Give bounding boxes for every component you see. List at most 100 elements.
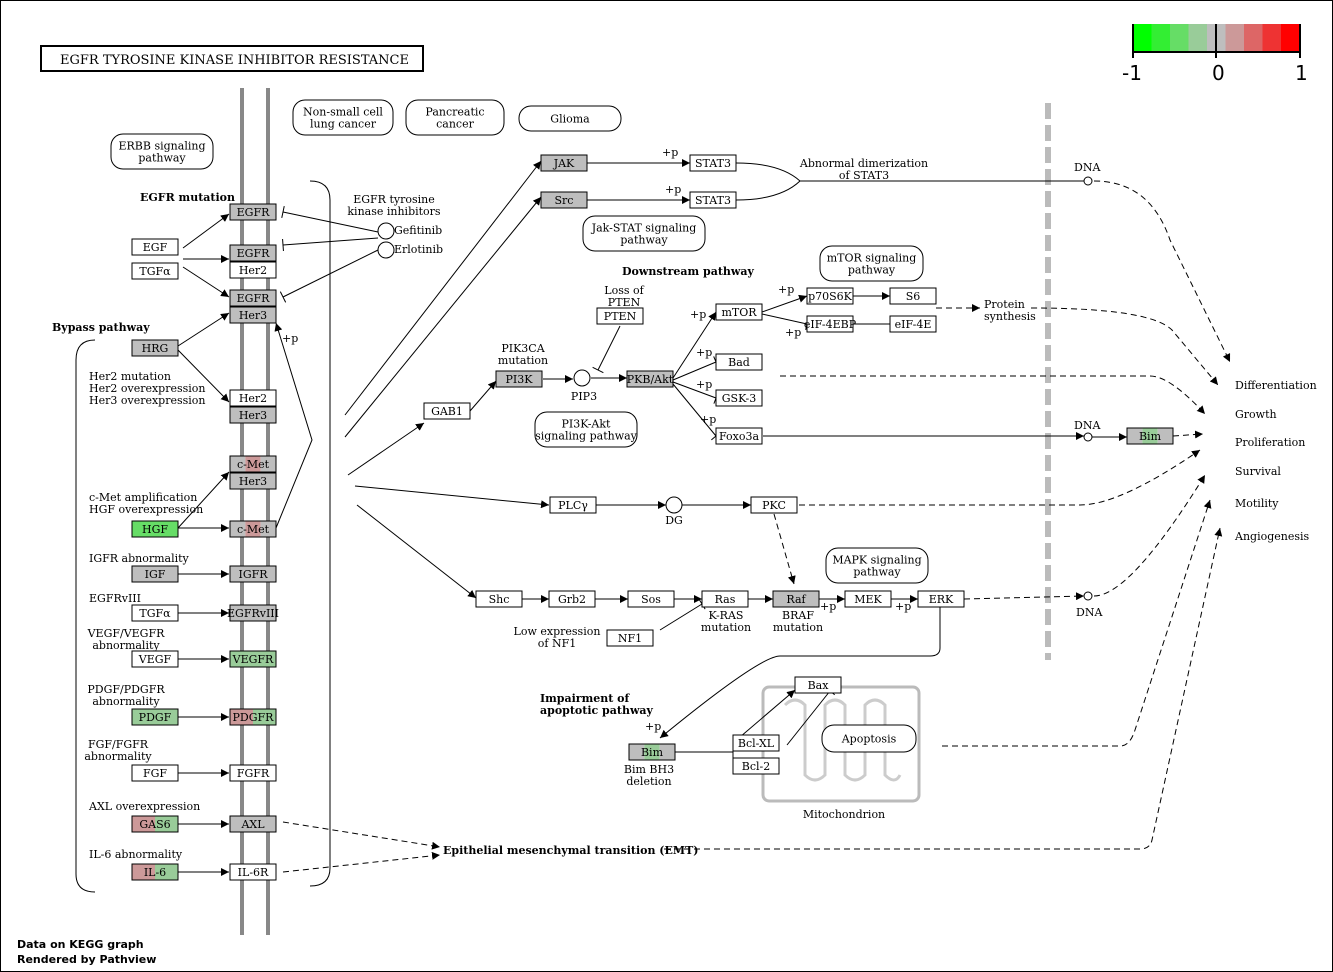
gene-node-fgf[interactable]: FGF (131, 764, 179, 782)
gene-border (229, 708, 277, 726)
gene-node-nf1[interactable]: NF1 (606, 629, 654, 647)
gene-node-eif4e[interactable]: eIF-4E (889, 315, 937, 333)
gene-node-egf[interactable]: EGF (131, 238, 179, 256)
gene-node-il6r[interactable]: IL-6R (229, 863, 277, 881)
gene-label: PDGF (139, 711, 172, 724)
compound-label: DG (665, 514, 683, 527)
edge-arrow (177, 312, 230, 347)
gene-node-igf[interactable]: IGF (131, 565, 179, 583)
gene-node-pdgfr[interactable]: PDGFR (229, 708, 277, 726)
gene-node-igfr[interactable]: IGFR (229, 565, 277, 583)
gene-node-her2a[interactable]: Her2 (229, 261, 277, 279)
label-il6_ab: IL-6 abnormality (89, 848, 183, 861)
gene-node-her2b[interactable]: Her2 (229, 389, 277, 407)
disease-nsclc-box (292, 99, 394, 136)
gene-node-stat3b[interactable]: STAT3 (689, 191, 737, 209)
gene-node-eif4ebp[interactable]: eIF-4EBP (804, 315, 857, 333)
gene-node-gas6[interactable]: GAS6 (131, 815, 179, 833)
label-egfr_mutation: EGFR mutation (140, 191, 235, 204)
gene-node-foxo3a[interactable]: Foxo3a (715, 427, 763, 445)
gene-node-shc[interactable]: Shc (475, 590, 523, 608)
gene-border (131, 764, 179, 782)
gene-node-bad[interactable]: Bad (715, 353, 763, 371)
gene-node-ras[interactable]: Ras (701, 590, 749, 608)
gene-border (131, 520, 179, 538)
pathway-mapk-box (825, 547, 929, 584)
gene-node-il6[interactable]: IL-6 (131, 863, 179, 881)
gene-node-pten[interactable]: PTEN (596, 307, 644, 325)
gene-fill (550, 497, 596, 513)
gene-fill (1157, 428, 1173, 444)
gene-node-egfr3[interactable]: EGFR (229, 289, 277, 307)
gene-node-her3b[interactable]: Her3 (229, 406, 277, 424)
pathway-pi3k-box (534, 411, 638, 448)
gene-node-gab1[interactable]: GAB1 (423, 402, 471, 420)
gene-node-jak[interactable]: JAK (540, 154, 588, 172)
edge-path (1030, 307, 1219, 386)
gene-node-grb2[interactable]: Grb2 (548, 590, 596, 608)
gene-node-egfr2[interactable]: EGFR (229, 244, 277, 262)
label-cmetamp: HGF overexpression (89, 503, 203, 516)
gene-node-raf[interactable]: Raf (772, 590, 820, 608)
gene-node-bclxl[interactable]: Bcl-XL (732, 734, 780, 752)
gene-node-sos[interactable]: Sos (627, 590, 675, 608)
gene-fill (1127, 428, 1143, 444)
outcome-growth: Growth (1235, 408, 1277, 421)
gene-node-her3c[interactable]: Her3 (229, 472, 277, 490)
gene-node-stat3a[interactable]: STAT3 (689, 154, 737, 172)
gene-label: VEGF (138, 653, 172, 666)
gene-label: Foxo3a (719, 430, 759, 443)
compound-gefitinib[interactable]: Gefitinib (377, 222, 442, 240)
label-impairment: apoptotic pathway (540, 704, 654, 717)
gene-node-cmet2[interactable]: c-Met (229, 520, 277, 538)
gene-node-egfr1[interactable]: EGFR (229, 203, 277, 221)
gene-node-bim1[interactable]: Bim (1126, 427, 1174, 445)
gene-node-bcl2[interactable]: Bcl-2 (732, 757, 780, 775)
gene-node-plcg[interactable]: PLCγ (549, 496, 597, 514)
pathway-apoptosis[interactable]: Apoptosis (821, 724, 917, 753)
edge-arrow (672, 311, 717, 379)
compound-pip3[interactable]: PIP3 (571, 369, 597, 403)
gene-node-egfrviii[interactable]: EGFRvIII (227, 604, 279, 622)
gene-node-pdgf[interactable]: PDGF (131, 708, 179, 726)
gene-node-hrg[interactable]: HRG (131, 339, 179, 357)
gene-node-cmet1[interactable]: c-Met (229, 455, 277, 473)
gene-node-bim2[interactable]: Bim (628, 743, 676, 761)
gene-node-gsk3[interactable]: GSK-3 (715, 389, 763, 407)
dna-label: DNA (1074, 419, 1101, 432)
gene-node-fgfr[interactable]: FGFR (229, 764, 277, 782)
gene-node-erk[interactable]: ERK (917, 590, 965, 608)
gene-node-src[interactable]: Src (540, 191, 588, 209)
gene-node-mtor[interactable]: mTOR (715, 303, 763, 321)
phospho-label: +p (282, 332, 298, 345)
legend-swatch (1262, 24, 1281, 52)
gene-node-her3a[interactable]: Her3 (229, 306, 277, 324)
pathway-erbb-label: ERBB signaling (119, 140, 206, 153)
gene-node-mek[interactable]: MEK (844, 590, 892, 608)
gene-node-tgfa2[interactable]: TGFα (131, 604, 179, 622)
disease-glioma[interactable]: Glioma (518, 105, 622, 132)
compound-dg[interactable]: DG (665, 496, 683, 527)
gene-node-tgfa1[interactable]: TGFα (131, 262, 179, 280)
gene-node-s6[interactable]: S6 (889, 287, 937, 305)
gene-node-pkc[interactable]: PKC (750, 496, 798, 514)
compound-erlotinib[interactable]: Erlotinib (377, 241, 443, 259)
gene-border (229, 261, 277, 279)
gene-node-vegf[interactable]: VEGF (131, 650, 179, 668)
pathway-mapk-label: MAPK signaling (832, 554, 921, 567)
label-bypass: Bypass pathway (52, 321, 150, 334)
gene-node-pi3k[interactable]: PI3K (495, 370, 543, 388)
gene-node-axl[interactable]: AXL (229, 815, 277, 833)
gene-node-bax[interactable]: Bax (794, 676, 842, 694)
gene-node-p70s6k[interactable]: p70S6K (806, 287, 854, 305)
gene-node-pkb[interactable]: PKB/Akt (626, 370, 674, 388)
gene-node-hgf[interactable]: HGF (131, 520, 179, 538)
gene-node-vegfr[interactable]: VEGFR (229, 650, 277, 668)
